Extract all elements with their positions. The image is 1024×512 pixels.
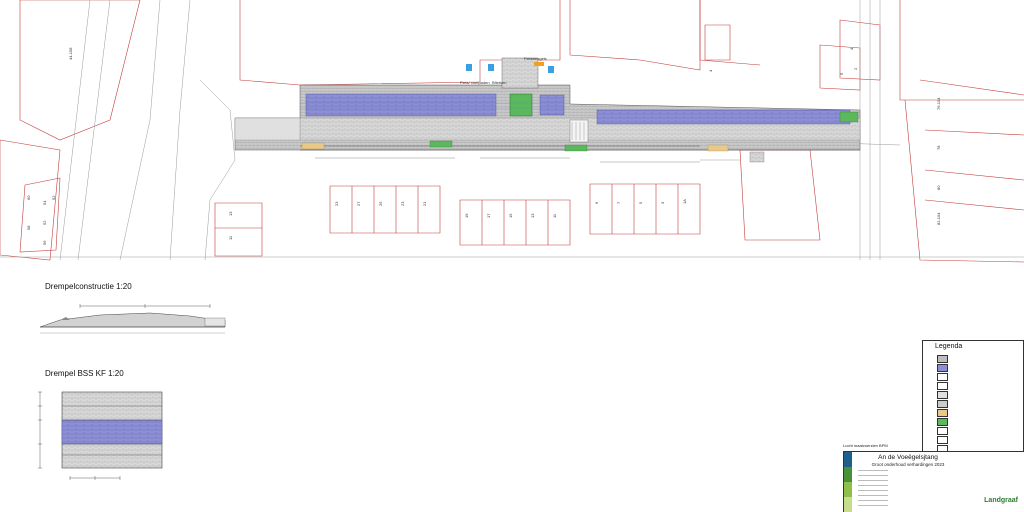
plan-label: 76-104 [936,97,941,110]
plan-label: 23 [334,201,339,206]
plan-label: 80 [936,185,941,190]
title-block-row [858,480,888,481]
plan-label: 17 [486,213,491,218]
title-block-row [858,495,888,496]
street [234,57,861,163]
plan-label: 13 [530,213,535,218]
plan-label: Fiets/ voetpaden [460,80,490,85]
parcel-lines [0,0,1024,263]
plan-label: 9 [594,201,599,204]
legend-panel: Legenda [922,340,1024,454]
title-block-row [858,490,888,491]
legend-swatch [937,418,948,426]
drempel-bss-title: Drempel BSS KF 1:20 [45,369,124,378]
project-title: An de Voeëgelsjtang [878,454,938,461]
plan-label: 3 [660,201,665,204]
plan-label: 27 [356,201,361,206]
title-block-row [858,475,888,476]
legend-swatch [937,427,948,435]
legend-swatch [937,436,948,444]
plan-label: 11 [228,235,233,240]
title-note: Lucht maatvoerzien BPM [843,443,888,448]
plan-label: 25 [378,201,383,206]
drempel-title: Drempelconstructie 1:20 [45,282,132,291]
plan-label: 21 [422,201,427,206]
plan-label: 4 [708,69,713,72]
legend-item [937,373,952,381]
plan-label: 4 [849,47,854,50]
plan-label: 5 [638,201,643,204]
legend-swatch [937,409,948,417]
plan-label: 58 [26,225,31,230]
plan-label: 52 [51,195,56,200]
legend-item [937,355,952,363]
plan-label: 52 [42,220,47,225]
plan-label: 60 [26,195,31,200]
legend-swatch [937,382,948,390]
plan-label: 44-158 [68,47,73,60]
plan-label: Fietsbeugels [524,56,547,61]
title-block-row [858,505,888,506]
plan-label: 7 [616,201,621,204]
legend-item [937,400,952,408]
municipality-logo: Landgraaf [984,497,1018,504]
plan-labels: 23 27 25 23 21 19 17 15 13 11 9 7 5 3 1A 13 11 4 2 4 5 76-104… [26,47,941,245]
legend-item [937,409,952,417]
legend-swatch [937,400,948,408]
legend-swatch [937,355,948,363]
title-block: An de Voeëgelsjtang Groot onderhoud verh… [843,451,1024,512]
title-block-row [858,485,888,486]
project-subtitle: Groot onderhoud verhardingen 2023 [871,462,945,467]
legend-title: Legenda [935,343,963,350]
legend-swatch [937,364,948,372]
plan-label: 15 [508,213,513,218]
legend-item [937,436,952,444]
plan-label: 54 [42,200,47,205]
plan-label: 78 [936,145,941,150]
bss-section [38,391,163,480]
plan-label: 82-104 [936,212,941,225]
plan-label: 1A [682,199,687,204]
title-block-row [858,500,888,501]
plan-label: 5 [839,72,844,75]
plan-label: 56 [42,240,47,245]
legend-item [937,382,952,390]
legend-swatch [937,391,948,399]
legend-item [937,418,952,426]
plan-label: 13 [228,211,233,216]
plan-label: 2 [853,67,858,70]
legend-item [937,427,952,435]
plan-label: Bfietsen [492,80,506,85]
drempel-section [39,304,226,334]
plan-label: 11 [552,213,557,218]
title-color-bar [844,452,852,512]
sign-markers [466,62,554,73]
legend-swatch [937,373,948,381]
title-block-row [858,470,888,471]
legend-item [937,391,952,399]
plan-label: 19 [464,213,469,218]
legend-item [937,364,952,372]
plan-label: 23 [400,201,405,206]
